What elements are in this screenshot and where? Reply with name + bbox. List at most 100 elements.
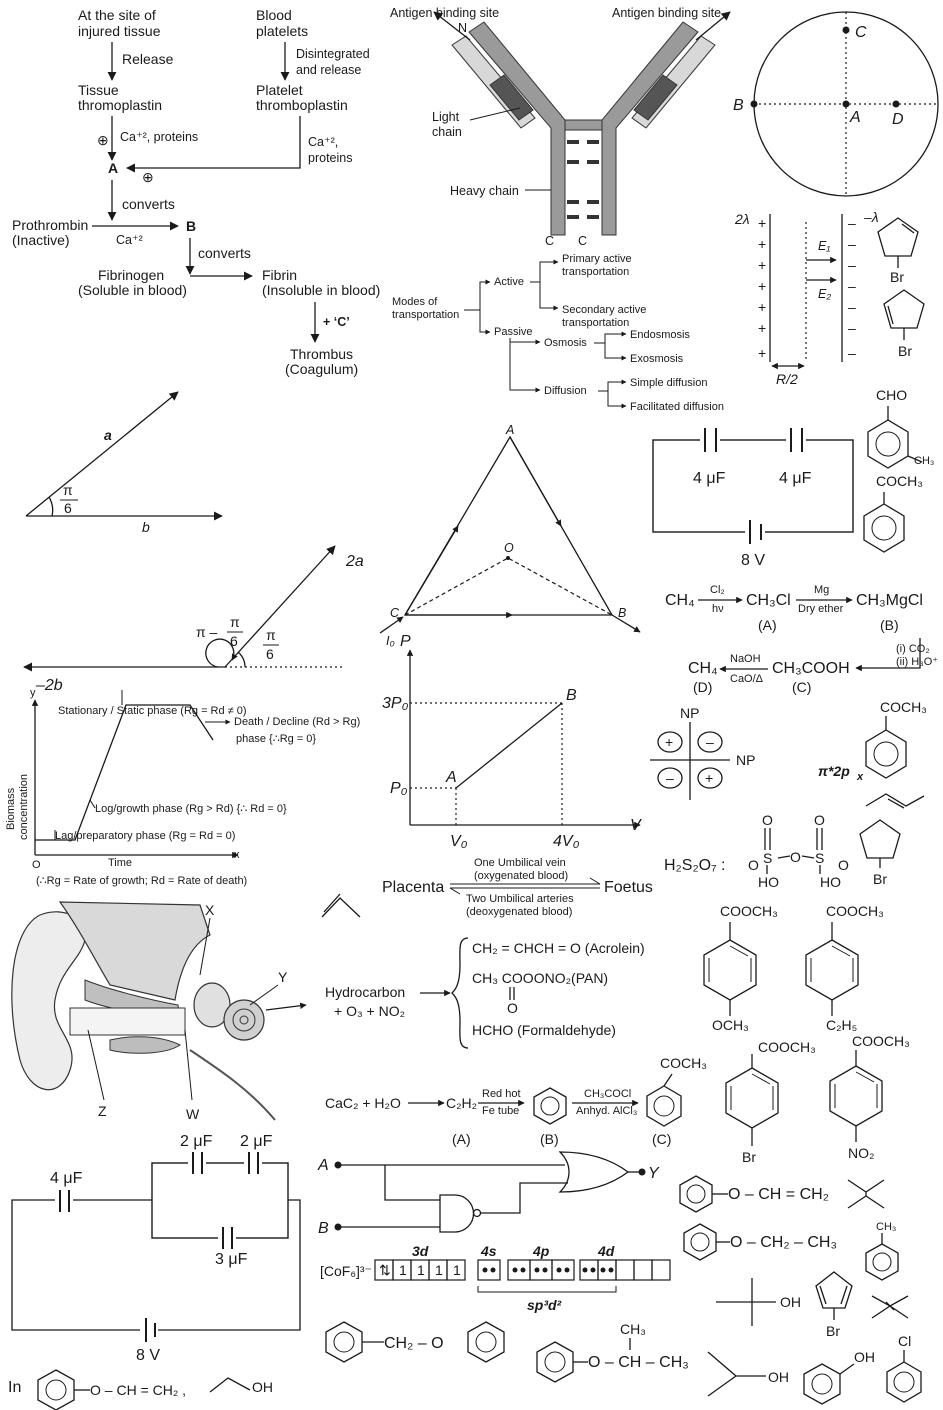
lobe-minus: – (666, 770, 674, 786)
osmosis: Osmosis (544, 337, 587, 349)
E2: E₂ (818, 287, 831, 301)
isopropyl-ch3: CH₃ (620, 1321, 646, 1337)
endosmosis: Endosmosis (630, 329, 690, 341)
label-4d: 4d (597, 1243, 615, 1259)
placenta-circulation: Placenta Foetus One Umbilical vein (oxyg… (382, 857, 653, 918)
so-O4: O (814, 812, 825, 828)
umbilical-vein-2: (oxygenated blood) (474, 870, 568, 882)
vec2-pi-b: π (266, 627, 276, 643)
ethanol-oh: OH (252, 1379, 273, 1395)
label-4p: 4p (532, 1243, 550, 1259)
pv-V0: V₀ (450, 833, 468, 850)
o3-no2: + O₃ + NO₂ (334, 1003, 405, 1019)
exosmosis: Exosmosis (630, 353, 684, 365)
prothrombin-2: (Inactive) (12, 232, 70, 248)
modes-2: transportation (392, 309, 459, 321)
abs-left: Antigen binding site (390, 6, 499, 20)
so-S2: S (815, 850, 824, 866)
in-label: In (8, 1379, 21, 1396)
label-A: A (108, 160, 118, 176)
lobe-plus: + (705, 770, 713, 786)
death-2: phase {∴Rg = 0} (236, 733, 316, 745)
cof6-electron-config: [CoF₆]³⁻ 3d 4s 4p 4d ⇅ 1 1 1 1 (320, 1243, 670, 1313)
benzyl-phenyl-ether: CH₂ – O (384, 1335, 444, 1352)
label-D-grig: (D) (693, 679, 712, 695)
origin: O (32, 859, 41, 871)
time: Time (108, 857, 132, 869)
br-2: Br (898, 343, 912, 359)
platelets-1: Blood (256, 7, 292, 23)
vec-a: a (104, 427, 112, 443)
tri-O: O (504, 541, 514, 555)
so-HO2: HO (820, 874, 841, 890)
growth-note: (∴Rg = Rate of growth; Rd = Rate of deat… (36, 875, 247, 887)
vec2-six-a: 6 (230, 633, 238, 649)
cap2-4uF: 4 μF (50, 1170, 83, 1187)
platelets-2: platelets (256, 23, 308, 39)
platelet-tp-1: Platelet (256, 82, 303, 98)
triangle-diagram: A O C B I₀ (380, 423, 640, 648)
pi-star-sub: x (856, 771, 864, 783)
ester2-c2h5: C₂H₅ (826, 1017, 857, 1033)
minus-sign: – (848, 345, 856, 361)
so-O2: O (762, 812, 773, 828)
hcho: HCHO (Formaldehyde) (472, 1022, 616, 1038)
plus-sign: + (758, 278, 766, 294)
umbilical-vein-1: One Umbilical vein (474, 857, 566, 869)
red-hot: Red hot (482, 1088, 521, 1100)
simple-diffusion: Simple diffusion (630, 377, 707, 389)
plus-sign: + (758, 236, 766, 252)
thrombus-2: (Coagulum) (285, 361, 358, 377)
tert-butanol-oh: OH (780, 1294, 801, 1310)
cap-4uF-b: 4 μF (779, 470, 812, 487)
pyrosulfuric-acid: H₂S₂O₇ : O S O O S O O HO HO Br (664, 812, 900, 890)
lobe-minus: – (706, 734, 714, 750)
circle-D: D (892, 111, 904, 128)
hv: hν (712, 603, 724, 615)
cap2-2uF-b: 2 μF (240, 1133, 273, 1150)
battery2-8V: 8 V (136, 1347, 160, 1364)
hybridisation: sp³d² (527, 1297, 562, 1313)
growth-curve: y Biomass concentration Stationary / Sta… (5, 687, 360, 887)
so-S1: S (763, 850, 772, 866)
minus-sign: – (848, 278, 856, 294)
cap2-3uF: 3 μF (215, 1251, 248, 1268)
lag-phase: Lag/preparatory phase (Rg = Rd = 0) (55, 830, 235, 842)
fibrinogen-1: Fibrinogen (98, 267, 164, 283)
ear-Z: Z (98, 1103, 107, 1119)
minus-sign: – (848, 320, 856, 336)
chlorobenzene-cl: Cl (898, 1333, 911, 1349)
placenta: Placenta (382, 879, 444, 896)
ca-proteins-2b: proteins (308, 151, 352, 165)
ester3-br: Br (742, 1149, 756, 1165)
orbital-cell: 1 (435, 1262, 443, 1278)
pv-4V0: 4V₀ (553, 833, 580, 850)
antibody-diagram: Antigen binding site Antigen binding sit… (390, 6, 730, 248)
site-label-2: injured tissue (78, 23, 161, 39)
cac2-h2o: CaC₂ + H₂O (325, 1095, 401, 1111)
co2: (i) CO₂ (896, 643, 930, 655)
lobe-plus: + (665, 734, 673, 750)
label-B-carbide: (B) (540, 1131, 559, 1147)
bromocyclopentadiene: Br (826, 1323, 840, 1339)
minus-sign: – (848, 236, 856, 252)
vec1-six: 6 (64, 500, 72, 516)
heavy-chain: Heavy chain (450, 184, 519, 198)
pan: CH₃ COOONO₂(PAN) (472, 970, 608, 986)
ear-W: W (186, 1106, 200, 1122)
h2s2o7-label: H₂S₂O₇ : (664, 857, 725, 874)
ylabel-2: concentration (18, 774, 30, 840)
minus-sign: – (848, 215, 856, 231)
vector-diagram-2: 2a π – π 6 π 6 –2b (24, 546, 364, 694)
pi-star-2px: π*2p (818, 763, 850, 779)
C-left: C (545, 234, 554, 248)
secondary-1: Secondary active (562, 304, 646, 316)
diffusion: Diffusion (544, 385, 587, 397)
plus-sign: + (758, 345, 766, 361)
so-HO1: HO (758, 874, 779, 890)
ester4-no2: NO₂ (848, 1145, 874, 1161)
circle-B: B (733, 97, 744, 114)
pv-P0: P₀ (390, 780, 408, 797)
plus-sign: + (758, 215, 766, 231)
